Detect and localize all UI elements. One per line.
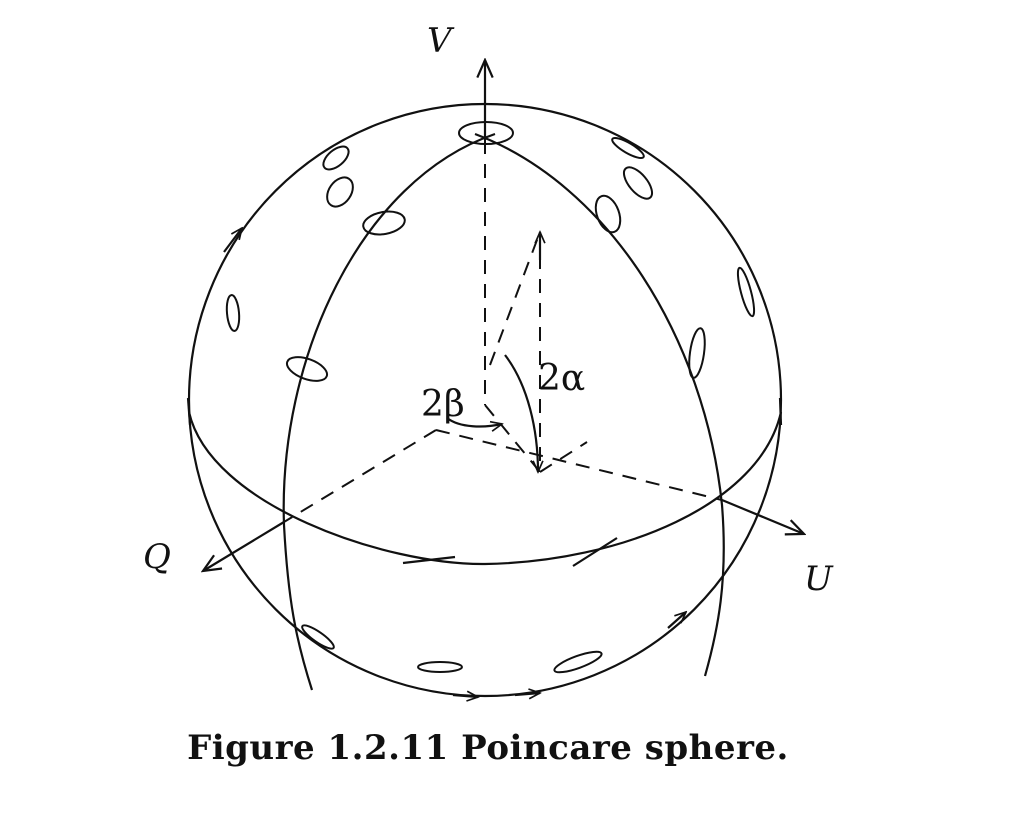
- polarization-ellipse: [225, 294, 241, 332]
- q-axis-arrow: [203, 521, 285, 571]
- state-vector-dashed: [489, 231, 541, 366]
- linear-polarization-mark: [186, 397, 192, 426]
- polarization-ellipse-pole: [458, 121, 514, 145]
- alpha-arc: [504, 354, 538, 472]
- handedness-arrow: [667, 612, 686, 629]
- polarization-ellipse: [553, 650, 603, 674]
- polarization-ellipse: [688, 327, 706, 379]
- alpha-angle-label: 2α: [538, 358, 585, 399]
- polarization-ellipse: [362, 210, 406, 236]
- linear-polarization-mark: [778, 397, 783, 426]
- q-axis-label: Q: [143, 537, 171, 577]
- u-axis-arrow: [721, 498, 804, 534]
- polarization-ellipse: [417, 661, 463, 673]
- polarization-ellipse: [594, 194, 622, 234]
- linear-polarization-mark: [402, 555, 456, 565]
- u-axis-dashed: [435, 429, 723, 501]
- polarization-ellipse: [611, 137, 645, 159]
- projection-foot-dashed-2: [484, 404, 541, 473]
- meridian-q-v: [282, 132, 496, 691]
- handedness-arrow: [514, 693, 540, 695]
- polarization-ellipse: [326, 176, 354, 208]
- polarization-ellipse: [736, 266, 756, 318]
- handedness-arrow: [223, 228, 242, 253]
- polarization-ellipse: [301, 624, 335, 650]
- u-axis-label: U: [804, 559, 834, 599]
- v-axis-label: V: [427, 21, 455, 61]
- equator-front: [187, 411, 783, 566]
- beta-arc: [446, 417, 502, 426]
- linear-polarization-mark: [572, 537, 618, 567]
- meridian-u-v: [474, 132, 725, 677]
- q-axis-dashed: [283, 429, 437, 523]
- polarization-ellipse: [322, 145, 350, 171]
- polarization-ellipse: [622, 166, 654, 200]
- projection-foot-dashed: [539, 441, 588, 473]
- polarization-ellipse: [285, 356, 329, 382]
- beta-angle-label: 2β: [421, 384, 465, 425]
- figure-caption: Figure 1.2.11 Poincare sphere.: [187, 728, 789, 768]
- handedness-arrow: [452, 695, 478, 697]
